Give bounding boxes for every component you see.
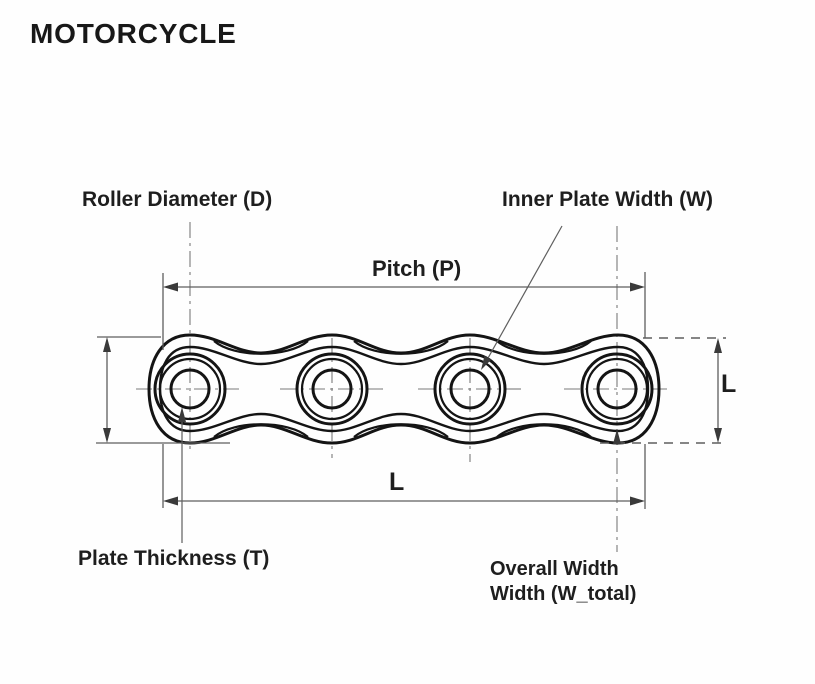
- plate-edge-top-1: [213, 340, 309, 355]
- chain-plate-overlap-edges: [213, 340, 592, 438]
- plate-thickness-arrow-icon: [178, 407, 186, 422]
- label-plate-thickness: Plate Thickness (T): [78, 547, 270, 570]
- label-length-right: L: [721, 370, 737, 398]
- plate-edge-top-3: [496, 340, 592, 355]
- roller-1-outer-ring: [153, 352, 227, 426]
- roller-3: [433, 352, 507, 426]
- roller-4: [580, 352, 654, 426]
- length-arrow-right-icon: [630, 496, 645, 506]
- roller-1-pin-hole: [169, 368, 211, 410]
- chain-inner-contour: [158, 345, 650, 433]
- label-roller-diameter: Roller Diameter (D): [82, 188, 273, 211]
- roller-diameter-dimension: [96, 336, 230, 444]
- plate-edge-top-2: [353, 340, 449, 355]
- inner-plate-width-arrow-icon: [481, 355, 492, 370]
- plate-edge-bottom-2: [353, 423, 449, 438]
- plate-edge-bottom-1: [213, 423, 309, 438]
- roller-centerlines: [136, 222, 670, 552]
- roller-4-pin-hole: [596, 368, 638, 410]
- width-arrow-up-icon: [714, 338, 722, 353]
- roller-2-bushing-ring: [300, 357, 364, 421]
- roller-3-bushing-ring: [438, 357, 502, 421]
- roller-3-pin-hole: [449, 368, 491, 410]
- roller-1-bushing-ring: [158, 357, 222, 421]
- label-length-bottom: L: [389, 468, 405, 496]
- pitch-arrow-right-icon: [630, 282, 645, 292]
- pitch-arrow-left-icon: [163, 282, 178, 292]
- width-arrow-down-icon: [714, 428, 722, 443]
- length-arrow-left-icon: [163, 496, 178, 506]
- label-pitch: Pitch (P): [372, 256, 462, 281]
- roller-2: [295, 352, 369, 426]
- pitch-dimension: [162, 272, 646, 350]
- inner-plate-width-leader-line: [482, 225, 563, 368]
- label-overall-width: Overall Width Width (W_total): [490, 557, 636, 607]
- page-title: MOTORCYCLE: [30, 18, 237, 49]
- label-overall-width-line2: Width (W_total): [490, 583, 637, 605]
- diameter-arrow-up-icon: [103, 337, 111, 352]
- label-overall-width-line1: Overall Width: [490, 558, 619, 580]
- roller-3-outer-ring: [433, 352, 507, 426]
- inner-plate-width-leader: [481, 225, 563, 370]
- plate-edge-bottom-3: [496, 423, 592, 438]
- diameter-arrow-down-icon: [103, 428, 111, 443]
- label-inner-plate-width: Inner Plate Width (W): [502, 188, 713, 211]
- roller-2-pin-hole: [311, 368, 353, 410]
- plate-thickness-leader: [178, 407, 186, 543]
- roller-1: [153, 352, 227, 426]
- roller-2-outer-ring: [295, 352, 369, 426]
- roller-4-bushing-ring: [585, 357, 649, 421]
- overall-width-arrow-icon: [613, 429, 621, 444]
- overall-width-leader: [613, 429, 621, 444]
- roller-4-outer-ring: [580, 352, 654, 426]
- length-dimension-bottom: [162, 444, 646, 509]
- width-dimension-right: [600, 337, 726, 444]
